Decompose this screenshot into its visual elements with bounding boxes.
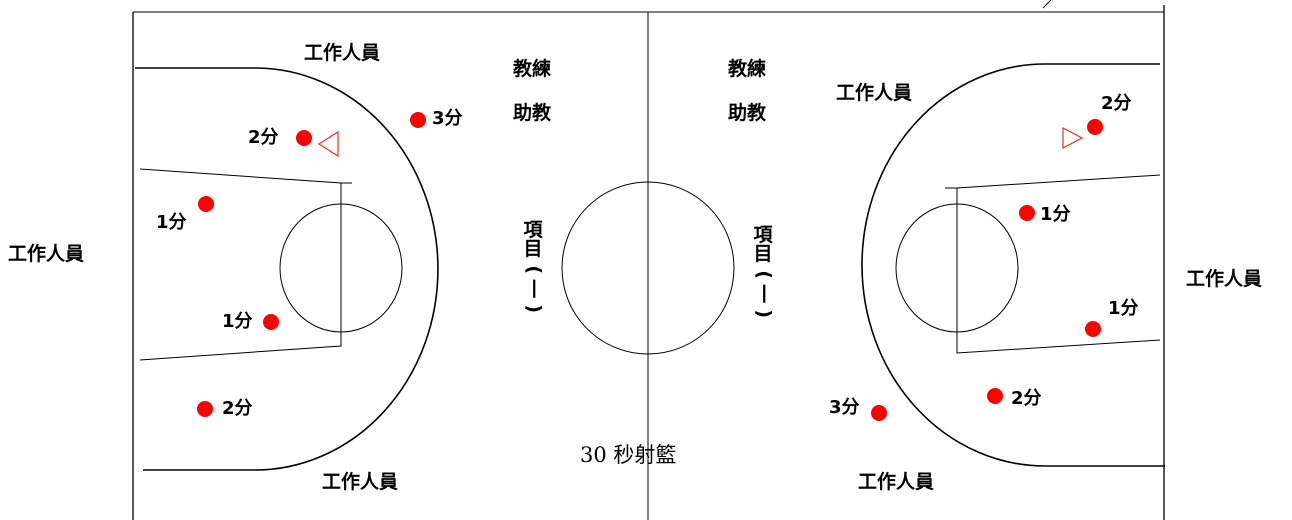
item-label-left: 項 目 ( 一 ) (521, 219, 545, 318)
score-label-right-2pt-top: 2分 (1101, 93, 1132, 114)
score-label-right-2pt-bottom: 2分 (1011, 388, 1042, 409)
shot-spot-right-3pt-bottom (871, 405, 887, 421)
item-char: ) (752, 308, 775, 318)
assistant-label-right: 助教 (728, 102, 767, 124)
score-label-right-1pt-lower: 1分 (1108, 298, 1139, 319)
left-three-point-arc (135, 67, 439, 471)
coach-label-right: 教練 (728, 58, 767, 80)
staff-label-top-left: 工作人員 (304, 42, 381, 64)
shot-spot-right-1pt-upper (1019, 205, 1035, 221)
item-char: ( (522, 265, 545, 274)
shot-spot-right-2pt-bottom (987, 388, 1003, 404)
right-free-throw-circle (895, 203, 1019, 333)
right-free-throw-lane (956, 174, 1161, 354)
item-char: 一 (522, 279, 545, 299)
shot-spot-right-1pt-lower (1085, 321, 1101, 337)
item-char: 項 (523, 219, 543, 241)
score-label-left-2pt-bottom: 2分 (222, 398, 253, 419)
item-char: ( (752, 270, 775, 279)
score-label-left-2pt-top: 2分 (248, 127, 279, 148)
left-free-throw-lane (139, 168, 342, 361)
item-char: 目 (753, 243, 773, 266)
shot-spot-left-1pt-lower (263, 314, 279, 330)
item-char: 目 (523, 238, 543, 261)
start-marker-right (1062, 127, 1084, 149)
assistant-label-left: 助教 (513, 102, 552, 124)
shot-spot-left-2pt-top (296, 130, 312, 146)
top-right-tick (1042, 0, 1052, 9)
staff-label-far-left: 工作人員 (8, 243, 85, 265)
staff-label-bottom-left: 工作人員 (322, 471, 399, 493)
item-char: ) (522, 303, 545, 313)
score-label-left-1pt-upper: 1分 (156, 212, 187, 233)
staff-label-top-right: 工作人員 (836, 82, 913, 104)
item-char: 一 (752, 284, 775, 304)
start-marker-left (317, 130, 339, 158)
coach-label-left: 教練 (513, 58, 552, 80)
score-label-right-1pt-upper: 1分 (1040, 204, 1071, 225)
staff-label-far-right: 工作人員 (1186, 268, 1263, 290)
drill-caption: 30 秒射籃 (580, 443, 677, 467)
item-char: 項 (753, 224, 773, 246)
shot-spot-right-2pt-top (1087, 119, 1103, 135)
right-three-point-arc (861, 63, 1165, 467)
center-circle (561, 181, 735, 355)
shot-spot-left-2pt-bottom (197, 401, 213, 417)
score-label-right-3pt-bottom: 3分 (829, 397, 860, 418)
score-label-left-1pt-lower: 1分 (222, 311, 253, 332)
score-label-left-3pt-top: 3分 (432, 108, 463, 129)
staff-label-bottom-right: 工作人員 (858, 471, 935, 493)
left-free-throw-circle (279, 203, 403, 333)
item-label-right: 項 目 ( 一 ) (751, 224, 775, 323)
shot-spot-left-1pt-upper (198, 196, 214, 212)
shot-spot-left-3pt-top (410, 112, 426, 128)
